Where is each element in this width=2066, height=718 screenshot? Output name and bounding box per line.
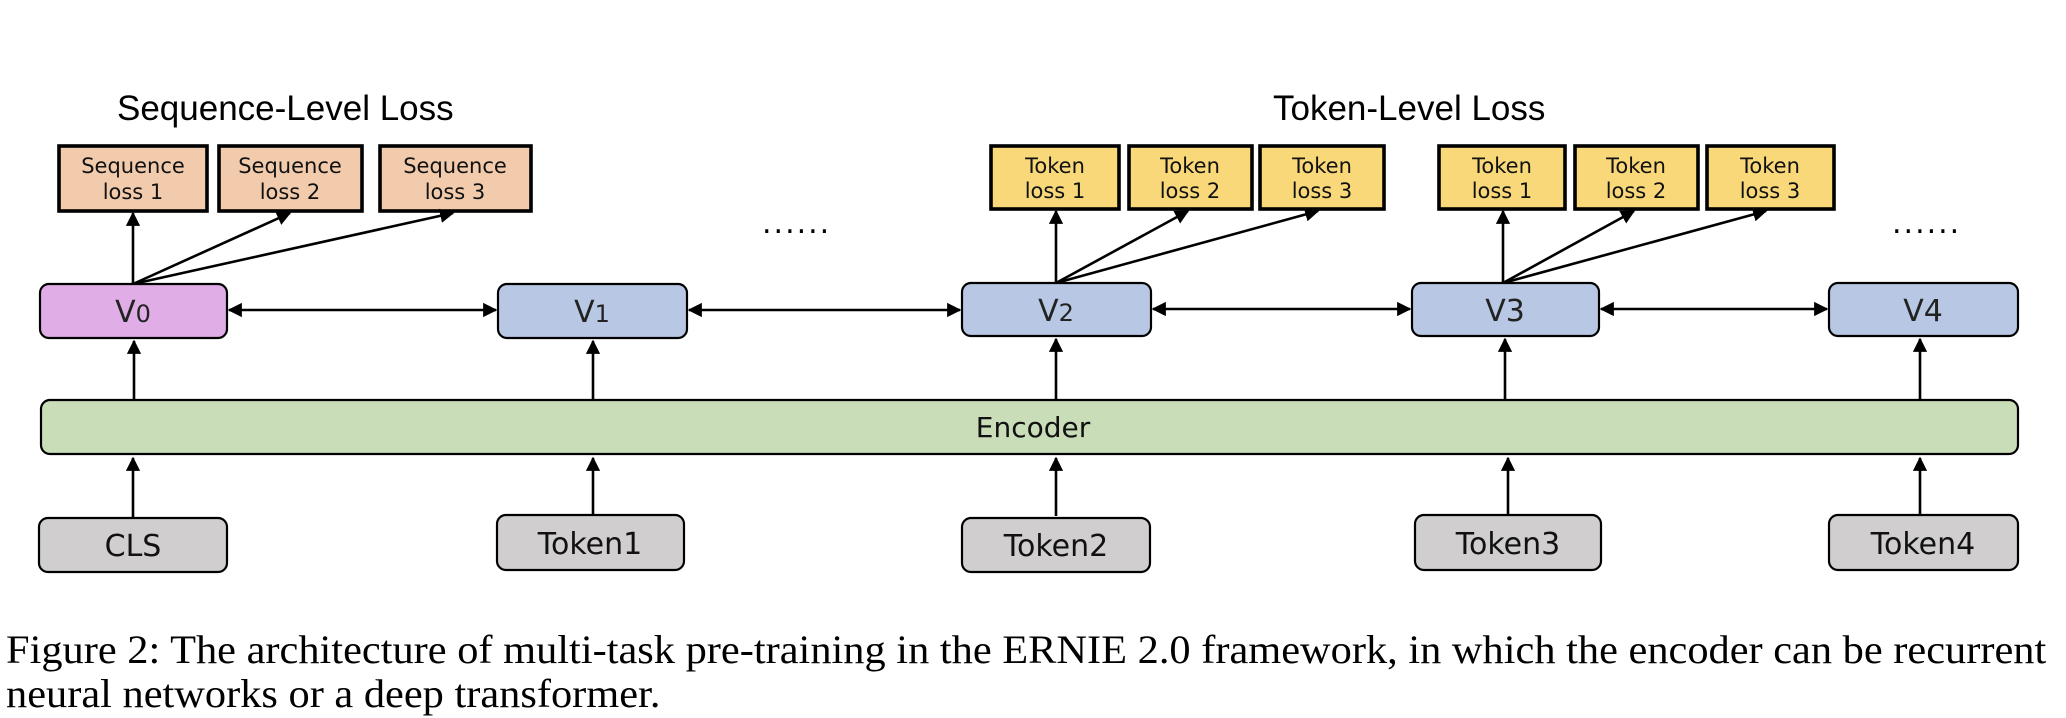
sequence-loss-2: Sequence loss 2 bbox=[217, 144, 364, 213]
arrow-v3-tokloss2 bbox=[1502, 209, 1636, 285]
token-loss-v2-1: Token loss 1 bbox=[989, 144, 1121, 211]
caption-line-2: neural networks or a deep transformer. bbox=[6, 671, 661, 716]
sequence-loss-1-line2: loss 1 bbox=[103, 180, 164, 204]
sequence-level-loss-title: Sequence-Level Loss bbox=[117, 89, 454, 128]
v2-node: V2 bbox=[960, 281, 1153, 338]
v3-node: V3 bbox=[1410, 281, 1601, 338]
v0-node: V0 bbox=[38, 282, 229, 340]
v3-to-token-loss-arrows bbox=[1495, 207, 1768, 285]
encoder-to-v-arrows bbox=[126, 337, 1928, 405]
input-token2: Token2 bbox=[960, 516, 1152, 574]
ellipsis-2: ...... bbox=[1892, 206, 1961, 241]
token-level-loss-title: Token-Level Loss bbox=[1273, 89, 1545, 128]
token-loss-v3-1: Token loss 1 bbox=[1437, 144, 1567, 211]
arrow-v2-tokloss2 bbox=[1055, 209, 1190, 285]
token-loss-v3-3: Token loss 3 bbox=[1705, 144, 1836, 211]
input-token4: Token4 bbox=[1827, 513, 2020, 572]
token-loss-v3-2-line1: Token bbox=[1605, 154, 1666, 178]
caption-line-1: Figure 2: The architecture of multi-task… bbox=[6, 627, 2047, 672]
figure-caption: Figure 2: The architecture of multi-task… bbox=[6, 628, 2046, 716]
token-loss-v3-1-line1: Token bbox=[1471, 154, 1532, 178]
v1-node: V1 bbox=[496, 282, 689, 340]
token-loss-v3-1-line2: loss 1 bbox=[1472, 179, 1533, 203]
sequence-loss-2-line1: Sequence bbox=[238, 154, 342, 178]
sequence-loss-3-line1: Sequence bbox=[403, 154, 507, 178]
token-loss-v2-3-line1: Token bbox=[1291, 154, 1352, 178]
token-loss-v2-3-line2: loss 3 bbox=[1292, 179, 1353, 203]
sequence-loss-1: Sequence loss 1 bbox=[57, 144, 209, 213]
token-loss-v2-1-line2: loss 1 bbox=[1025, 179, 1086, 203]
v0-to-sequence-loss-arrows bbox=[125, 208, 455, 286]
v1-label: V1 bbox=[574, 295, 610, 330]
token-loss-v3-3-line1: Token bbox=[1739, 154, 1800, 178]
token-loss-v2-2-line1: Token bbox=[1159, 154, 1220, 178]
arrow-v0-seqloss3 bbox=[132, 208, 455, 286]
v0-label: V0 bbox=[115, 295, 151, 330]
encoder-label: Encoder bbox=[976, 411, 1091, 444]
v4-node: V4 bbox=[1827, 281, 2020, 338]
arrow-v0-seqloss2 bbox=[132, 211, 292, 286]
v4-label: V4 bbox=[1903, 294, 1943, 329]
arrow-v3-tokloss3 bbox=[1502, 207, 1768, 285]
token-loss-v3-2-line2: loss 2 bbox=[1606, 179, 1667, 203]
token-loss-v2-2-line2: loss 2 bbox=[1160, 179, 1221, 203]
input-cls-label: CLS bbox=[105, 529, 162, 564]
token-loss-v2-3: Token loss 3 bbox=[1258, 144, 1386, 211]
sequence-loss-1-line1: Sequence bbox=[81, 154, 185, 178]
input-token2-label: Token2 bbox=[1003, 529, 1108, 564]
encoder-block: Encoder bbox=[39, 398, 2020, 456]
v-bidirectional-arrows bbox=[227, 301, 1829, 318]
input-token4-label: Token4 bbox=[1870, 527, 1975, 562]
input-token3-label: Token3 bbox=[1455, 527, 1560, 562]
token-loss-v3-3-line2: loss 3 bbox=[1740, 179, 1801, 203]
token-loss-v2-1-line1: Token bbox=[1024, 154, 1085, 178]
input-to-encoder-arrows bbox=[125, 456, 1928, 517]
input-token1-label: Token1 bbox=[537, 527, 642, 562]
arrow-v2-tokloss3 bbox=[1055, 207, 1320, 285]
input-token3: Token3 bbox=[1413, 513, 1603, 572]
sequence-loss-3: Sequence loss 3 bbox=[378, 144, 533, 213]
v2-label: V2 bbox=[1038, 294, 1074, 329]
input-token1: Token1 bbox=[495, 513, 686, 572]
v3-label: V3 bbox=[1485, 294, 1525, 329]
token-loss-v2-2: Token loss 2 bbox=[1127, 144, 1254, 211]
v2-to-token-loss-arrows bbox=[1048, 207, 1320, 285]
ellipsis-1: ...... bbox=[762, 206, 831, 241]
token-loss-v3-2: Token loss 2 bbox=[1573, 144, 1700, 211]
input-cls: CLS bbox=[37, 516, 229, 574]
sequence-loss-2-line2: loss 2 bbox=[260, 180, 321, 204]
sequence-loss-3-line2: loss 3 bbox=[425, 180, 486, 204]
